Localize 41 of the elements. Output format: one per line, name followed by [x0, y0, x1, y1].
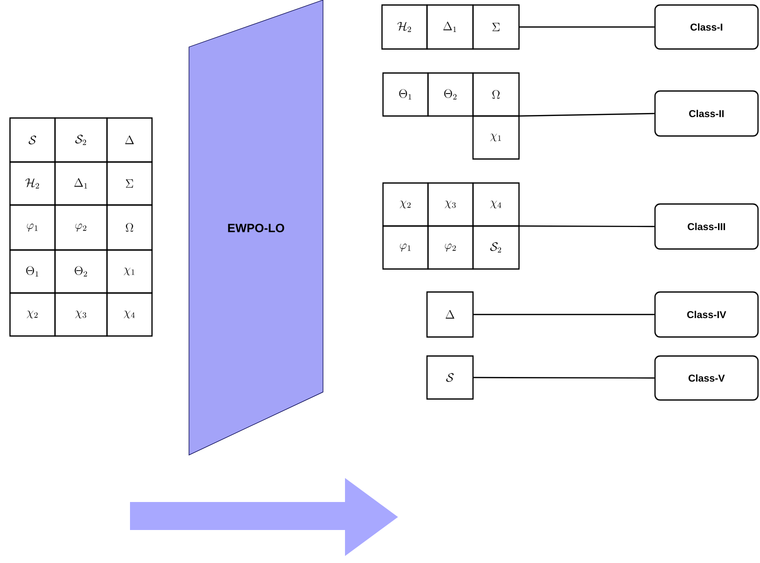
connector-line — [519, 26, 654, 28]
table-cell: $\varphi_2$ — [54, 204, 108, 251]
projection-plane: EWPO-LO — [188, 0, 324, 456]
table-cell: $\mathcal{H}_2$ — [9, 161, 56, 206]
table-cell: $\chi_3$ — [54, 292, 108, 337]
table-cell: $\Omega$ — [472, 72, 520, 117]
table-cell: $\chi_3$ — [427, 182, 474, 227]
class-box: Class-I — [654, 4, 759, 50]
table-cell: $\chi_1$ — [106, 249, 153, 294]
table-cell: $\chi_1$ — [472, 115, 520, 160]
table-cell: $\Sigma$ — [472, 4, 520, 50]
table-cell: $\mathcal{S}$ — [426, 355, 474, 400]
table-cell: $\Theta_2$ — [427, 72, 474, 117]
connector-line — [519, 112, 654, 117]
table-cell: $\Theta_1$ — [382, 72, 429, 117]
table-cell: $\Delta_1$ — [426, 4, 474, 50]
table-cell: $\chi_4$ — [472, 182, 520, 227]
table-cell: $\chi_4$ — [106, 292, 153, 337]
table-cell: $\chi_2$ — [382, 182, 429, 227]
table-cell: $\Delta$ — [426, 291, 474, 338]
connector-line — [473, 376, 654, 379]
connector-line — [473, 314, 654, 316]
table-cell: $\Theta_1$ — [9, 249, 56, 294]
class-box: Class-II — [654, 90, 759, 137]
table-cell: $\mathcal{H}_2$ — [381, 4, 428, 50]
table-cell: $\mathcal{S}_2$ — [54, 117, 108, 163]
class-box: Class-V — [654, 355, 759, 401]
table-cell: $\varphi_1$ — [9, 204, 56, 251]
class-box: Class-III — [654, 203, 759, 250]
table-cell: $\mathcal{S}_2$ — [472, 225, 520, 270]
table-cell: $\varphi_2$ — [427, 225, 474, 270]
table-cell: $\chi_2$ — [9, 292, 56, 337]
table-cell: $\varphi_1$ — [382, 225, 429, 270]
class-box: Class-IV — [654, 291, 759, 338]
table-cell: $\Sigma$ — [106, 161, 153, 206]
table-cell: $\Delta$ — [106, 117, 153, 163]
table-cell: $\Delta_1$ — [54, 161, 108, 206]
connector-line — [519, 225, 654, 228]
table-cell: $\mathcal{S}$ — [9, 117, 56, 163]
table-cell: $\Omega$ — [106, 204, 153, 251]
table-cell: $\Theta_2$ — [54, 249, 108, 294]
